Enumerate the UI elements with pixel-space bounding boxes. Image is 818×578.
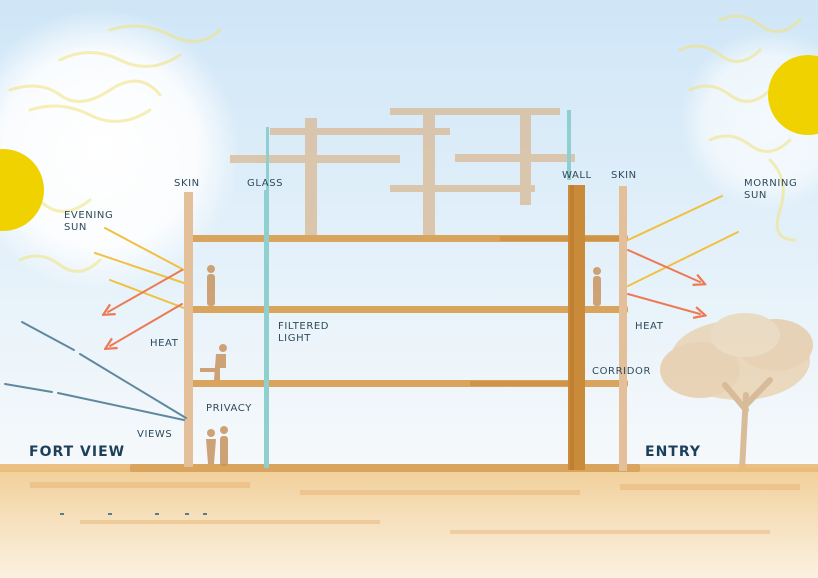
heat-left-label: HEAT	[150, 338, 179, 349]
view-lines	[4, 321, 187, 421]
skin-left-label: SKIN	[174, 178, 200, 189]
skin-right-label: SKIN	[611, 170, 637, 181]
evening-sun-label: EVENING SUN	[64, 210, 113, 234]
evening-sun-label-line-2: SUN	[64, 222, 87, 233]
privacy-label: PRIVACY	[206, 403, 252, 414]
skin-right	[619, 186, 627, 471]
evening-sun-disc	[0, 149, 44, 231]
people-silhouettes	[200, 265, 601, 466]
glass-wall	[264, 190, 269, 468]
views-label: VIEWS	[137, 429, 173, 440]
ground-dots	[60, 513, 207, 515]
glass-label: GLASS	[247, 178, 284, 189]
morning-sun-rays	[627, 195, 739, 287]
morning-sun-label-line-1: MORNING	[744, 178, 798, 189]
skin-left	[184, 192, 193, 467]
slab-shading	[470, 236, 620, 386]
sun-glow-left	[0, 10, 240, 290]
evening-sun-label-line-1: EVENING	[64, 210, 114, 221]
tree	[660, 313, 813, 473]
filtered-light-label-line-2: LIGHT	[278, 333, 311, 344]
morning-sun-label-line-2: SUN	[744, 190, 767, 201]
filtered-light-label-line-1: FILTERED	[278, 321, 330, 332]
roof-glass-post-right	[567, 110, 571, 180]
fort-view-label: FORT VIEW	[29, 444, 126, 460]
morning-sun-label: MORNING SUN	[744, 178, 797, 202]
heat-right-label: HEAT	[635, 321, 664, 332]
filtered-light-label: FILTERED LIGHT	[278, 321, 329, 345]
entry-label: ENTRY	[645, 444, 701, 460]
roof-pergola	[230, 108, 575, 236]
morning-sun-disc	[768, 55, 818, 135]
sun-haze-strokes	[0, 14, 802, 273]
heat-rays-left	[108, 269, 183, 346]
ground-texture	[30, 482, 800, 534]
wall-label: WALL	[562, 170, 592, 181]
ground	[0, 468, 818, 578]
corridor-label: CORRIDOR	[592, 366, 652, 377]
heat-rays-right	[627, 249, 700, 314]
roof-glass-post-left	[266, 127, 269, 237]
